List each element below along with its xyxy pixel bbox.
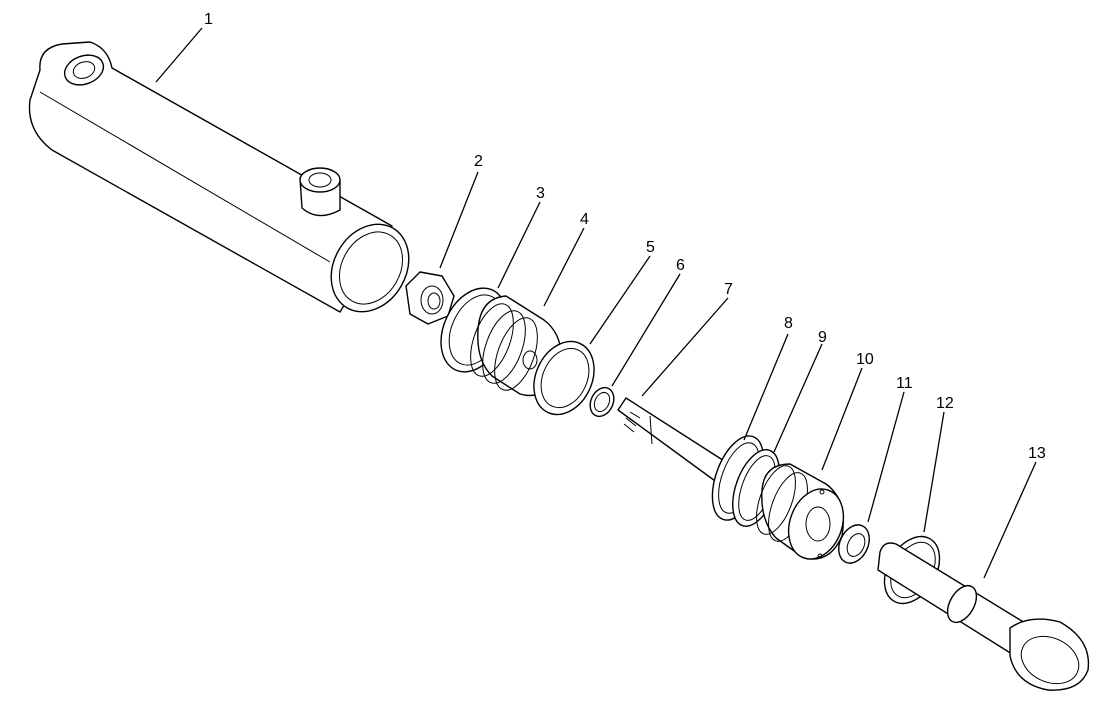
part-1-cylinder-barrel: [28, 41, 410, 313]
callout-labels: 1 2 3 4 5 6 7 8 9 10 11 12 13: [204, 11, 1046, 462]
leader-6: [611, 273, 681, 387]
callout-10: 10: [856, 351, 874, 368]
callout-4: 4: [580, 211, 589, 228]
callout-1: 1: [204, 11, 213, 28]
leader-2: [439, 171, 479, 269]
leader-3: [497, 201, 541, 289]
callout-7: 7: [724, 281, 733, 298]
callout-13: 13: [1028, 445, 1046, 462]
callout-12: 12: [936, 395, 954, 412]
callout-8: 8: [784, 315, 793, 332]
callout-2: 2: [474, 153, 483, 170]
part-5-o-ring: [533, 340, 595, 416]
part-7-piston-rod: [617, 397, 733, 487]
part-13-rod-end: [877, 542, 1090, 691]
callout-6: 6: [676, 257, 685, 274]
leader-10: [821, 367, 863, 471]
leader-lines: [155, 27, 1037, 579]
leader-4: [543, 227, 585, 307]
leader-13: [983, 461, 1037, 579]
leader-5: [589, 255, 651, 345]
part-10-piston: [756, 463, 845, 560]
callout-3: 3: [536, 185, 545, 202]
callout-11: 11: [896, 375, 913, 392]
leader-12: [923, 411, 945, 533]
part-6-small-ring: [589, 386, 615, 418]
part-11-bushing: [838, 524, 870, 564]
leader-7: [641, 297, 729, 397]
callout-5: 5: [646, 239, 655, 256]
part-2-hex-nut: [405, 271, 455, 325]
callout-9: 9: [818, 329, 827, 346]
leader-1: [155, 27, 203, 83]
leader-8: [743, 333, 789, 441]
leader-9: [773, 343, 823, 453]
leader-11: [867, 391, 905, 523]
